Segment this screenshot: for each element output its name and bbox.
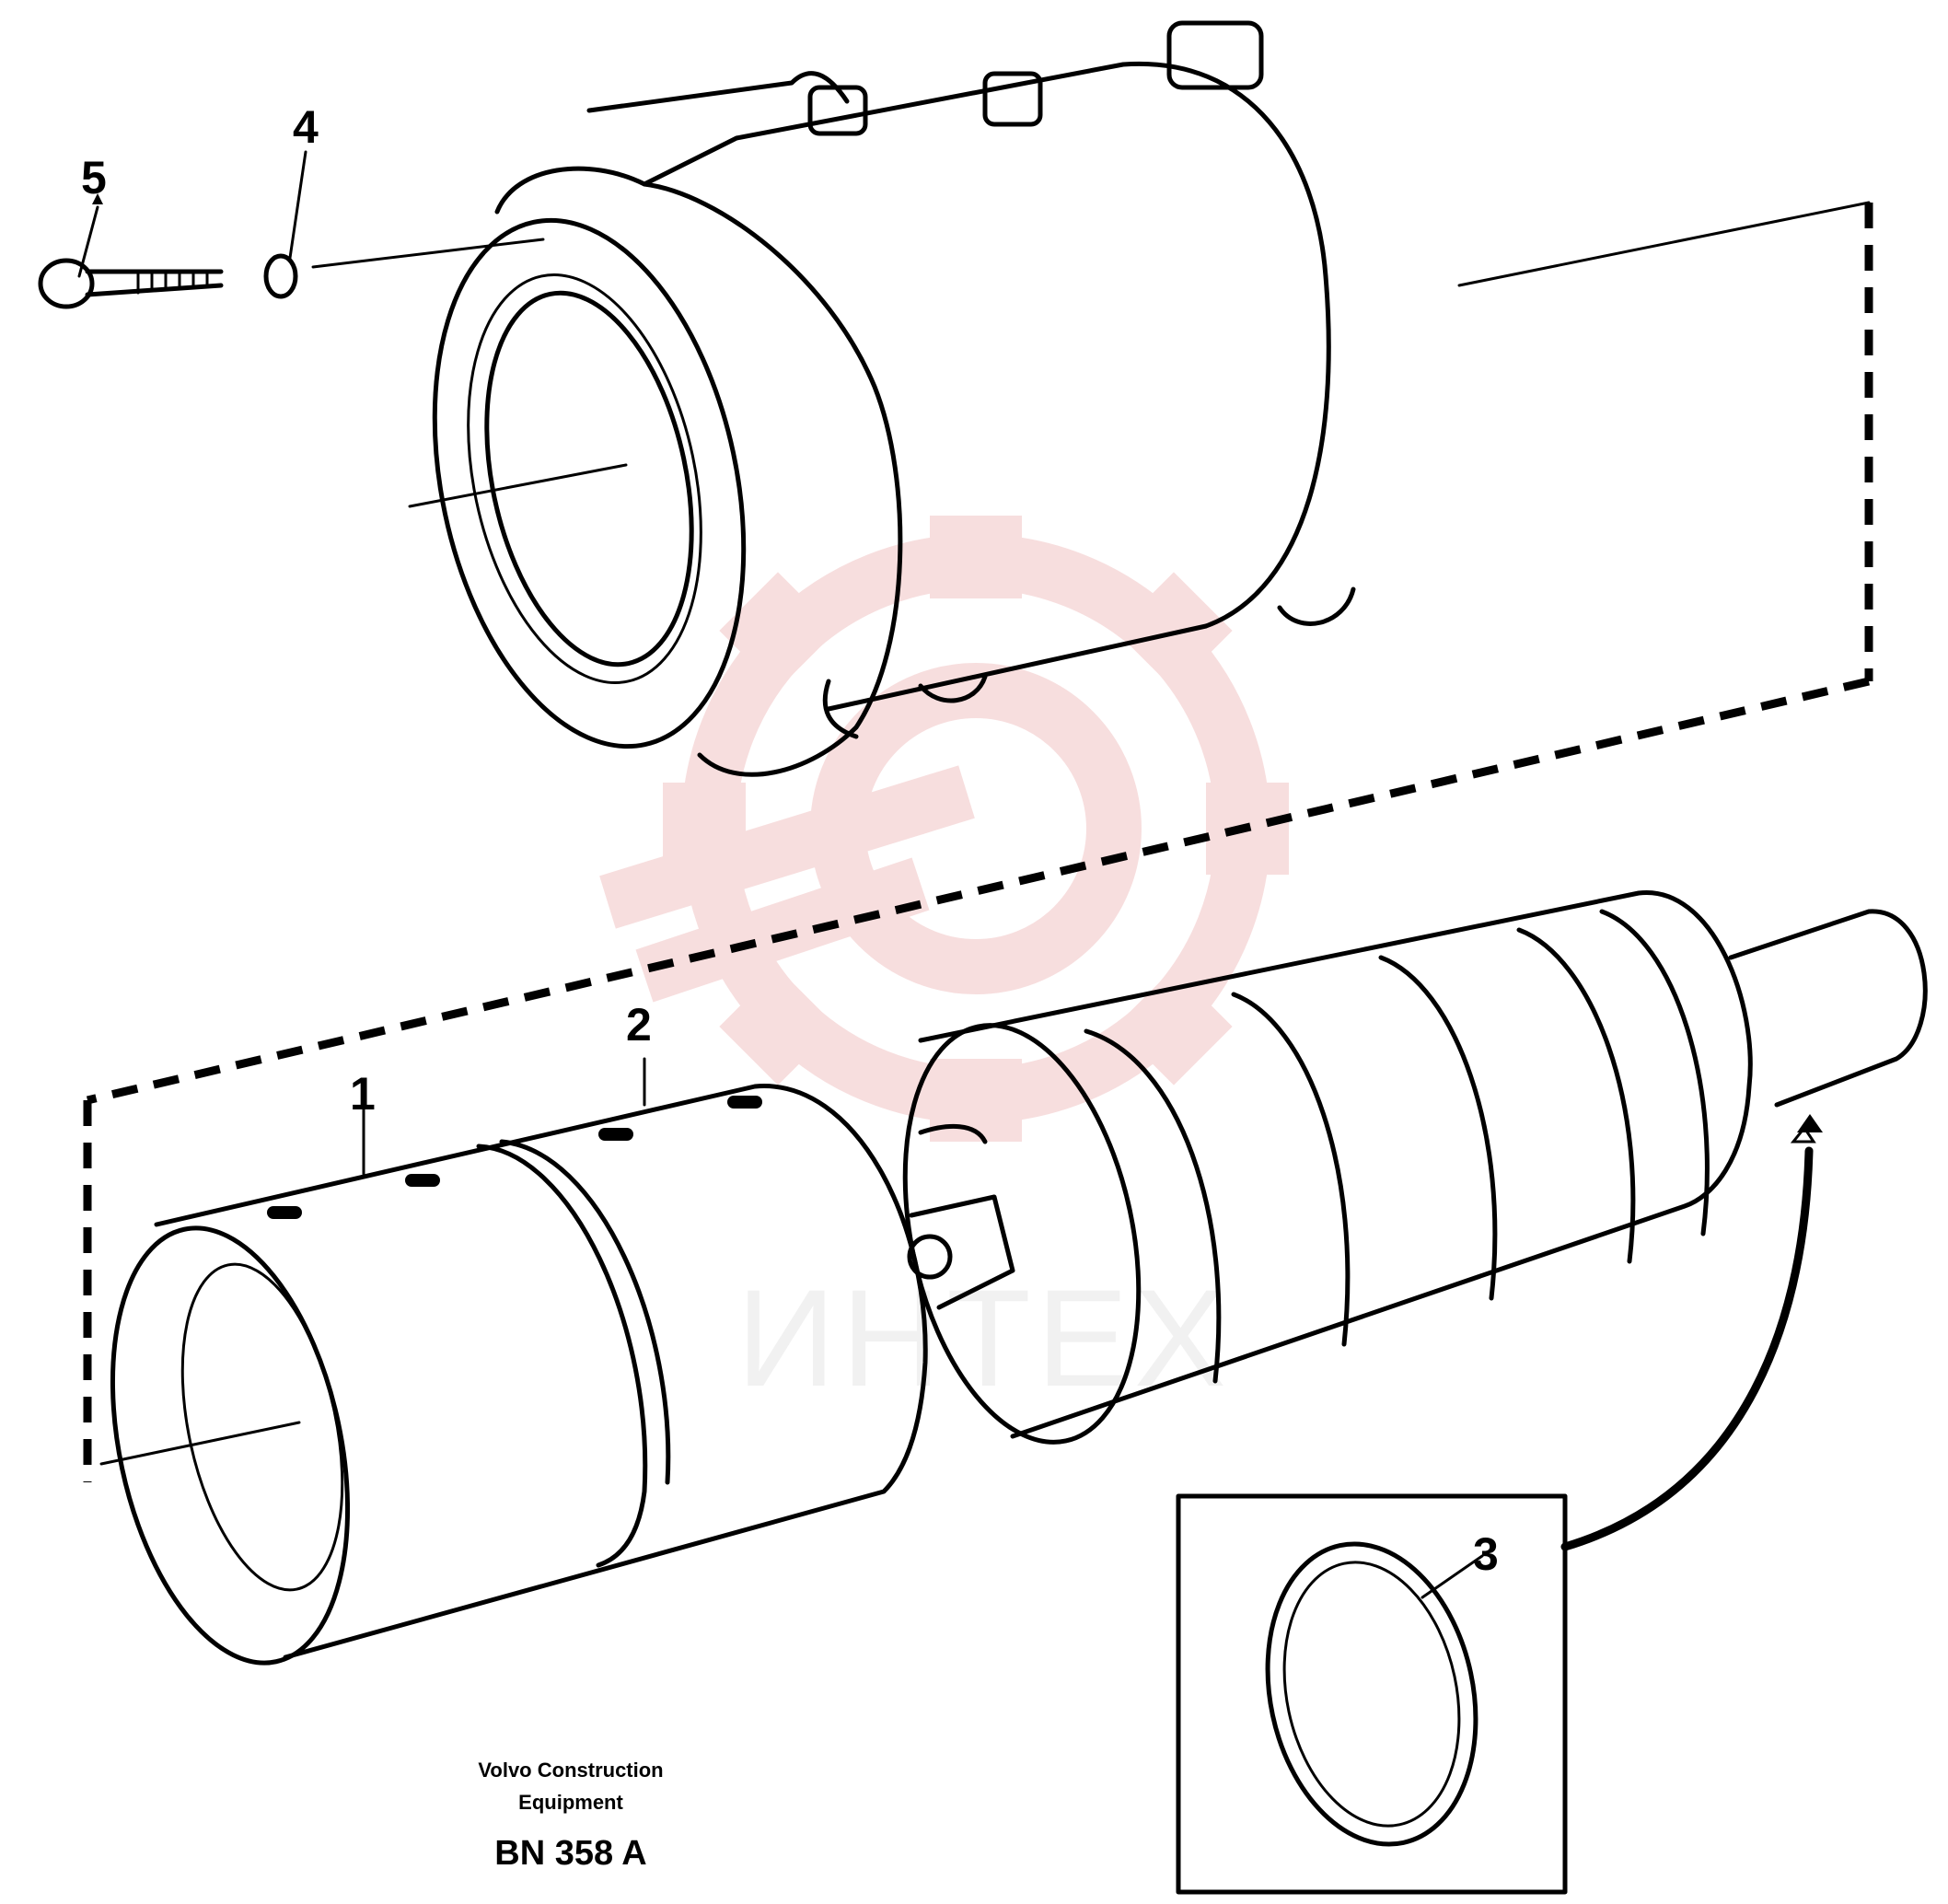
bolt-part-5 <box>38 258 224 309</box>
detail-inset <box>1176 1114 1823 1895</box>
leader-line-4 <box>288 150 307 260</box>
piston-sleeves <box>99 1057 928 1666</box>
callout-2: 2 <box>626 999 652 1051</box>
arrow-head-5 <box>92 193 103 204</box>
callout-1: 1 <box>350 1068 376 1120</box>
caption-line-2: Equipment <box>518 1791 623 1814</box>
alignment-dashed-line <box>83 203 1873 1482</box>
cylinder-barrel <box>311 20 1871 777</box>
leader-line-5 <box>77 205 99 278</box>
washer-part-4 <box>263 253 298 299</box>
callout-3: 3 <box>1473 1528 1499 1580</box>
caption-line-1: Volvo Construction <box>478 1759 663 1782</box>
watermark: ИНТЕХ <box>599 516 1289 1415</box>
sleeve-slots <box>267 1096 762 1219</box>
piston-rod-assembly <box>902 890 1928 1445</box>
callout-4: 4 <box>293 101 319 153</box>
callout-5: 5 <box>81 152 107 203</box>
diagram-reference-code: BN 358 A <box>494 1834 646 1873</box>
